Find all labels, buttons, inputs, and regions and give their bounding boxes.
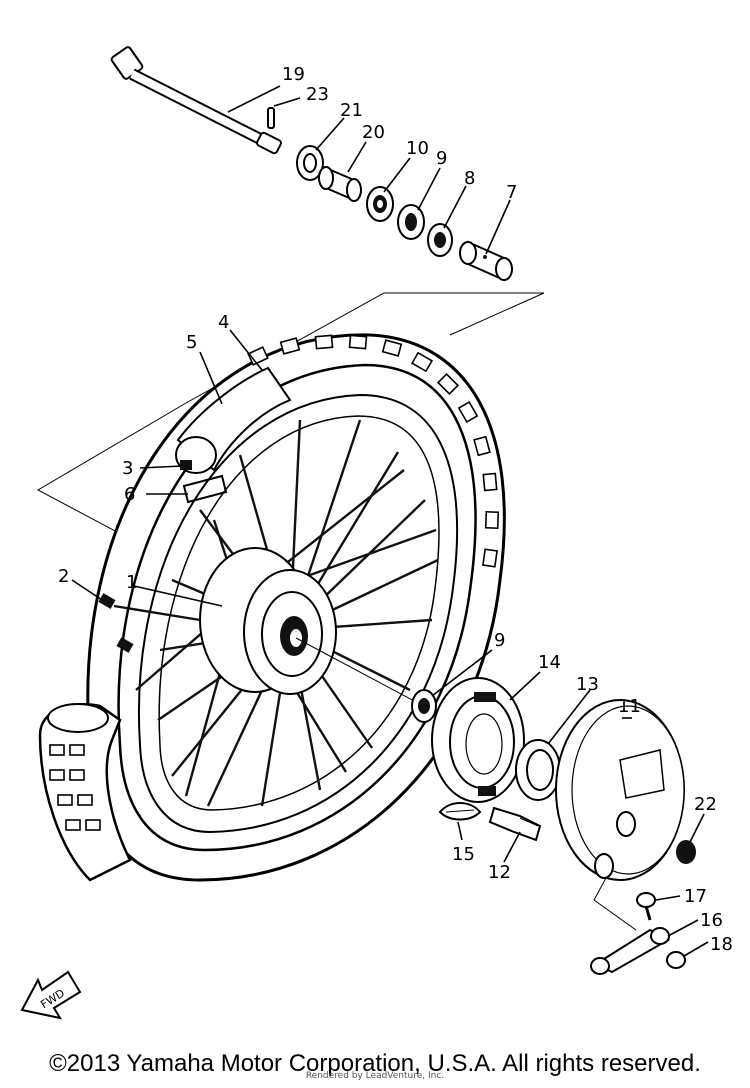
bearing-10 bbox=[366, 186, 394, 222]
oil-seal-13 bbox=[515, 739, 561, 801]
cotter-pin bbox=[267, 107, 275, 129]
wheel-hub-1 bbox=[199, 547, 337, 695]
oil-seal-8 bbox=[427, 223, 453, 257]
callout-14: 14 bbox=[538, 652, 561, 673]
spacer-20 bbox=[318, 166, 362, 202]
callout-10: 10 bbox=[406, 138, 429, 159]
brake-spring-15 bbox=[438, 802, 482, 821]
watermark-text: Rendered by LeadVenture, Inc. bbox=[305, 1071, 445, 1081]
callout-23: 23 bbox=[306, 84, 329, 105]
exploded-parts-diagram: FWD 19 23 21 20 10 9 8 7 bbox=[20, 46, 733, 1020]
callout-4: 4 bbox=[218, 312, 229, 333]
spacer-7 bbox=[459, 240, 513, 282]
callout-1: 1 bbox=[126, 572, 137, 593]
acorn-nut-22 bbox=[676, 840, 696, 864]
callout-19: 19 bbox=[282, 64, 305, 85]
brake-plate-11 bbox=[555, 699, 685, 881]
callout-20: 20 bbox=[362, 122, 385, 143]
leader-lines bbox=[71, 85, 709, 957]
valve-cap-3 bbox=[180, 460, 192, 470]
callout-16: 16 bbox=[700, 910, 723, 931]
callout-labels: 19 23 21 20 10 9 8 7 4 5 3 6 2 1 9 14 13… bbox=[58, 64, 733, 955]
spoke-nipple-2 bbox=[98, 593, 201, 653]
tire-section bbox=[38, 703, 132, 882]
callout-11: 11 bbox=[618, 696, 641, 717]
callout-9-lower: 9 bbox=[494, 630, 505, 651]
callout-3: 3 bbox=[122, 458, 133, 479]
brake-cam-12 bbox=[488, 806, 542, 842]
callout-5: 5 bbox=[186, 332, 197, 353]
callout-17: 17 bbox=[684, 886, 707, 907]
brake-shoes-14 bbox=[431, 677, 525, 803]
fwd-arrow-icon: FWD bbox=[20, 970, 82, 1020]
bearing-9-lower bbox=[411, 689, 437, 723]
callout-8: 8 bbox=[464, 168, 475, 189]
copyright-notice: ©2013 Yamaha Motor Corporation, U.S.A. A… bbox=[49, 1050, 701, 1077]
nut-18 bbox=[666, 951, 686, 969]
brake-lever-16 bbox=[590, 927, 671, 975]
wheel-rim bbox=[138, 393, 459, 834]
callout-6: 6 bbox=[124, 484, 135, 505]
front-axle bbox=[110, 46, 282, 155]
callout-7: 7 bbox=[506, 182, 517, 203]
axle-collar-21 bbox=[296, 145, 324, 181]
callout-18: 18 bbox=[710, 934, 733, 955]
bearing-9-upper bbox=[397, 204, 425, 240]
callout-22: 22 bbox=[694, 794, 717, 815]
callout-21: 21 bbox=[340, 100, 363, 121]
callout-13: 13 bbox=[576, 674, 599, 695]
callout-15: 15 bbox=[452, 844, 475, 865]
callout-12: 12 bbox=[488, 862, 511, 883]
callout-9-upper: 9 bbox=[436, 148, 447, 169]
bolt-17 bbox=[636, 892, 656, 921]
tire-tube bbox=[175, 366, 292, 474]
callout-2: 2 bbox=[58, 566, 69, 587]
